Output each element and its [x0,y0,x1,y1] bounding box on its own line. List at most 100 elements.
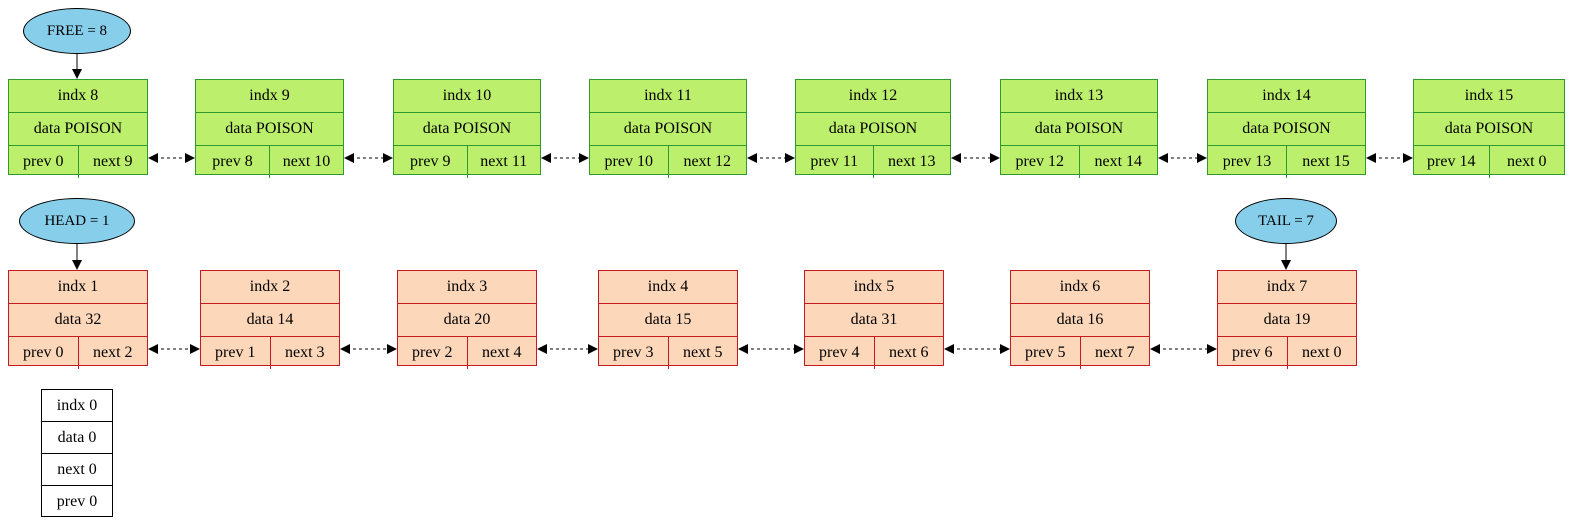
node-next: next 7 [1079,337,1150,369]
node-links: prev 2 next 4 [398,336,536,369]
node-indx: indx 15 [1464,87,1514,104]
node-next: next 4 [466,337,537,369]
node-data: data POISON [9,112,147,145]
node-indx: indx 1 [57,278,99,295]
node-prev: prev 0 [23,344,64,361]
node-indx: indx 5 [853,278,895,295]
node-indx: indx 8 [57,87,99,104]
node-data: data 19 [1218,303,1356,336]
list-node: indx 7 data 19 prev 6 next 0 [1217,270,1357,369]
node-links: prev 12 next 14 [1001,145,1157,178]
node-links: prev 3 next 5 [599,336,737,369]
node-links: prev 10 next 12 [590,145,746,178]
list-node: indx 1 data 32 prev 0 next 2 [8,270,148,369]
node-prev: prev 3 [613,344,654,361]
node-next: next 2 [77,337,148,369]
node-indx: indx 3 [446,278,488,295]
node-prev: prev 5 [1025,344,1066,361]
zero-prev: prev 0 [42,485,112,517]
node-links: prev 14 next 0 [1414,145,1564,178]
node-next: next 12 [667,146,747,178]
list-node: indx 3 data 20 prev 2 next 4 [397,270,537,369]
node-next: next 13 [872,146,951,178]
node-data: data 32 [9,303,147,336]
list-node: indx 6 data 16 prev 5 next 7 [1010,270,1150,369]
node-next: next 11 [466,146,541,178]
node-links: prev 11 next 13 [796,145,950,178]
node-links: prev 13 next 15 [1208,145,1365,178]
node-next: next 6 [873,337,944,369]
node-prev: prev 14 [1427,153,1476,170]
node-data: data 15 [599,303,737,336]
node-indx: indx 12 [848,87,898,104]
free-node: indx 9 data POISON prev 8 next 10 [195,79,344,178]
node-prev: prev 9 [410,153,451,170]
head-pointer: HEAD = 1 [19,198,135,244]
node-next: next 15 [1286,146,1365,178]
free-pointer: FREE = 8 [23,8,131,54]
node-links: prev 0 next 2 [9,336,147,369]
node-prev: prev 12 [1015,153,1064,170]
node-next: next 9 [77,146,148,178]
zero-data: data 0 [42,421,112,453]
node-links: prev 0 next 9 [9,145,147,178]
list-node: indx 2 data 14 prev 1 next 3 [200,270,340,369]
node-next: next 0 [1488,146,1565,178]
node-prev: prev 10 [604,153,653,170]
node-links: prev 1 next 3 [201,336,339,369]
node-indx: indx 13 [1054,87,1104,104]
free-node: indx 15 data POISON prev 14 next 0 [1413,79,1565,178]
zero-node: indx 0 data 0 next 0 prev 0 [41,389,113,517]
node-indx: indx 14 [1262,87,1311,104]
node-prev: prev 13 [1222,153,1272,170]
node-prev: prev 11 [810,153,859,170]
node-links: prev 9 next 11 [394,145,540,178]
node-indx: indx 2 [249,278,291,295]
free-node: indx 12 data POISON prev 11 next 13 [795,79,951,178]
node-prev: prev 0 [23,153,64,170]
node-next: next 10 [269,146,343,178]
node-indx: indx 10 [442,87,492,104]
zero-indx: indx 0 [56,396,98,414]
node-data: data 14 [201,303,339,336]
tail-pointer: TAIL = 7 [1235,198,1337,244]
node-links: prev 8 next 10 [196,145,343,178]
node-next: next 5 [667,337,738,369]
node-data: data POISON [796,112,950,145]
node-links: prev 5 next 7 [1011,336,1149,369]
node-data: data POISON [1001,112,1157,145]
node-next: next 14 [1078,146,1158,178]
node-links: prev 4 next 6 [805,336,943,369]
free-node: indx 11 data POISON prev 10 next 12 [589,79,747,178]
zero-next: next 0 [42,453,112,485]
node-indx: indx 9 [249,87,290,104]
node-data: data POISON [1208,112,1365,145]
node-prev: prev 8 [212,153,253,170]
node-indx: indx 6 [1059,278,1101,295]
node-prev: prev 4 [819,344,860,361]
node-data: data 16 [1011,303,1149,336]
list-node: indx 4 data 15 prev 3 next 5 [598,270,738,369]
node-next: next 3 [269,337,340,369]
node-indx: indx 7 [1266,278,1308,295]
node-links: prev 6 next 0 [1218,336,1356,369]
node-prev: prev 1 [215,344,256,361]
node-indx: indx 4 [647,278,689,295]
node-prev: prev 6 [1232,344,1273,361]
node-data: data POISON [1414,112,1564,145]
node-data: data POISON [590,112,746,145]
free-node: indx 14 data POISON prev 13 next 15 [1207,79,1366,178]
free-node: indx 8 data POISON prev 0 next 9 [8,79,148,178]
free-node: indx 10 data POISON prev 9 next 11 [393,79,541,178]
free-node: indx 13 data POISON prev 12 next 14 [1000,79,1158,178]
node-indx: indx 11 [644,87,692,104]
node-prev: prev 2 [412,344,453,361]
node-data: data 31 [805,303,943,336]
node-data: data POISON [394,112,540,145]
node-data: data 20 [398,303,536,336]
node-next: next 0 [1286,337,1357,369]
node-data: data POISON [196,112,343,145]
list-node: indx 5 data 31 prev 4 next 6 [804,270,944,369]
